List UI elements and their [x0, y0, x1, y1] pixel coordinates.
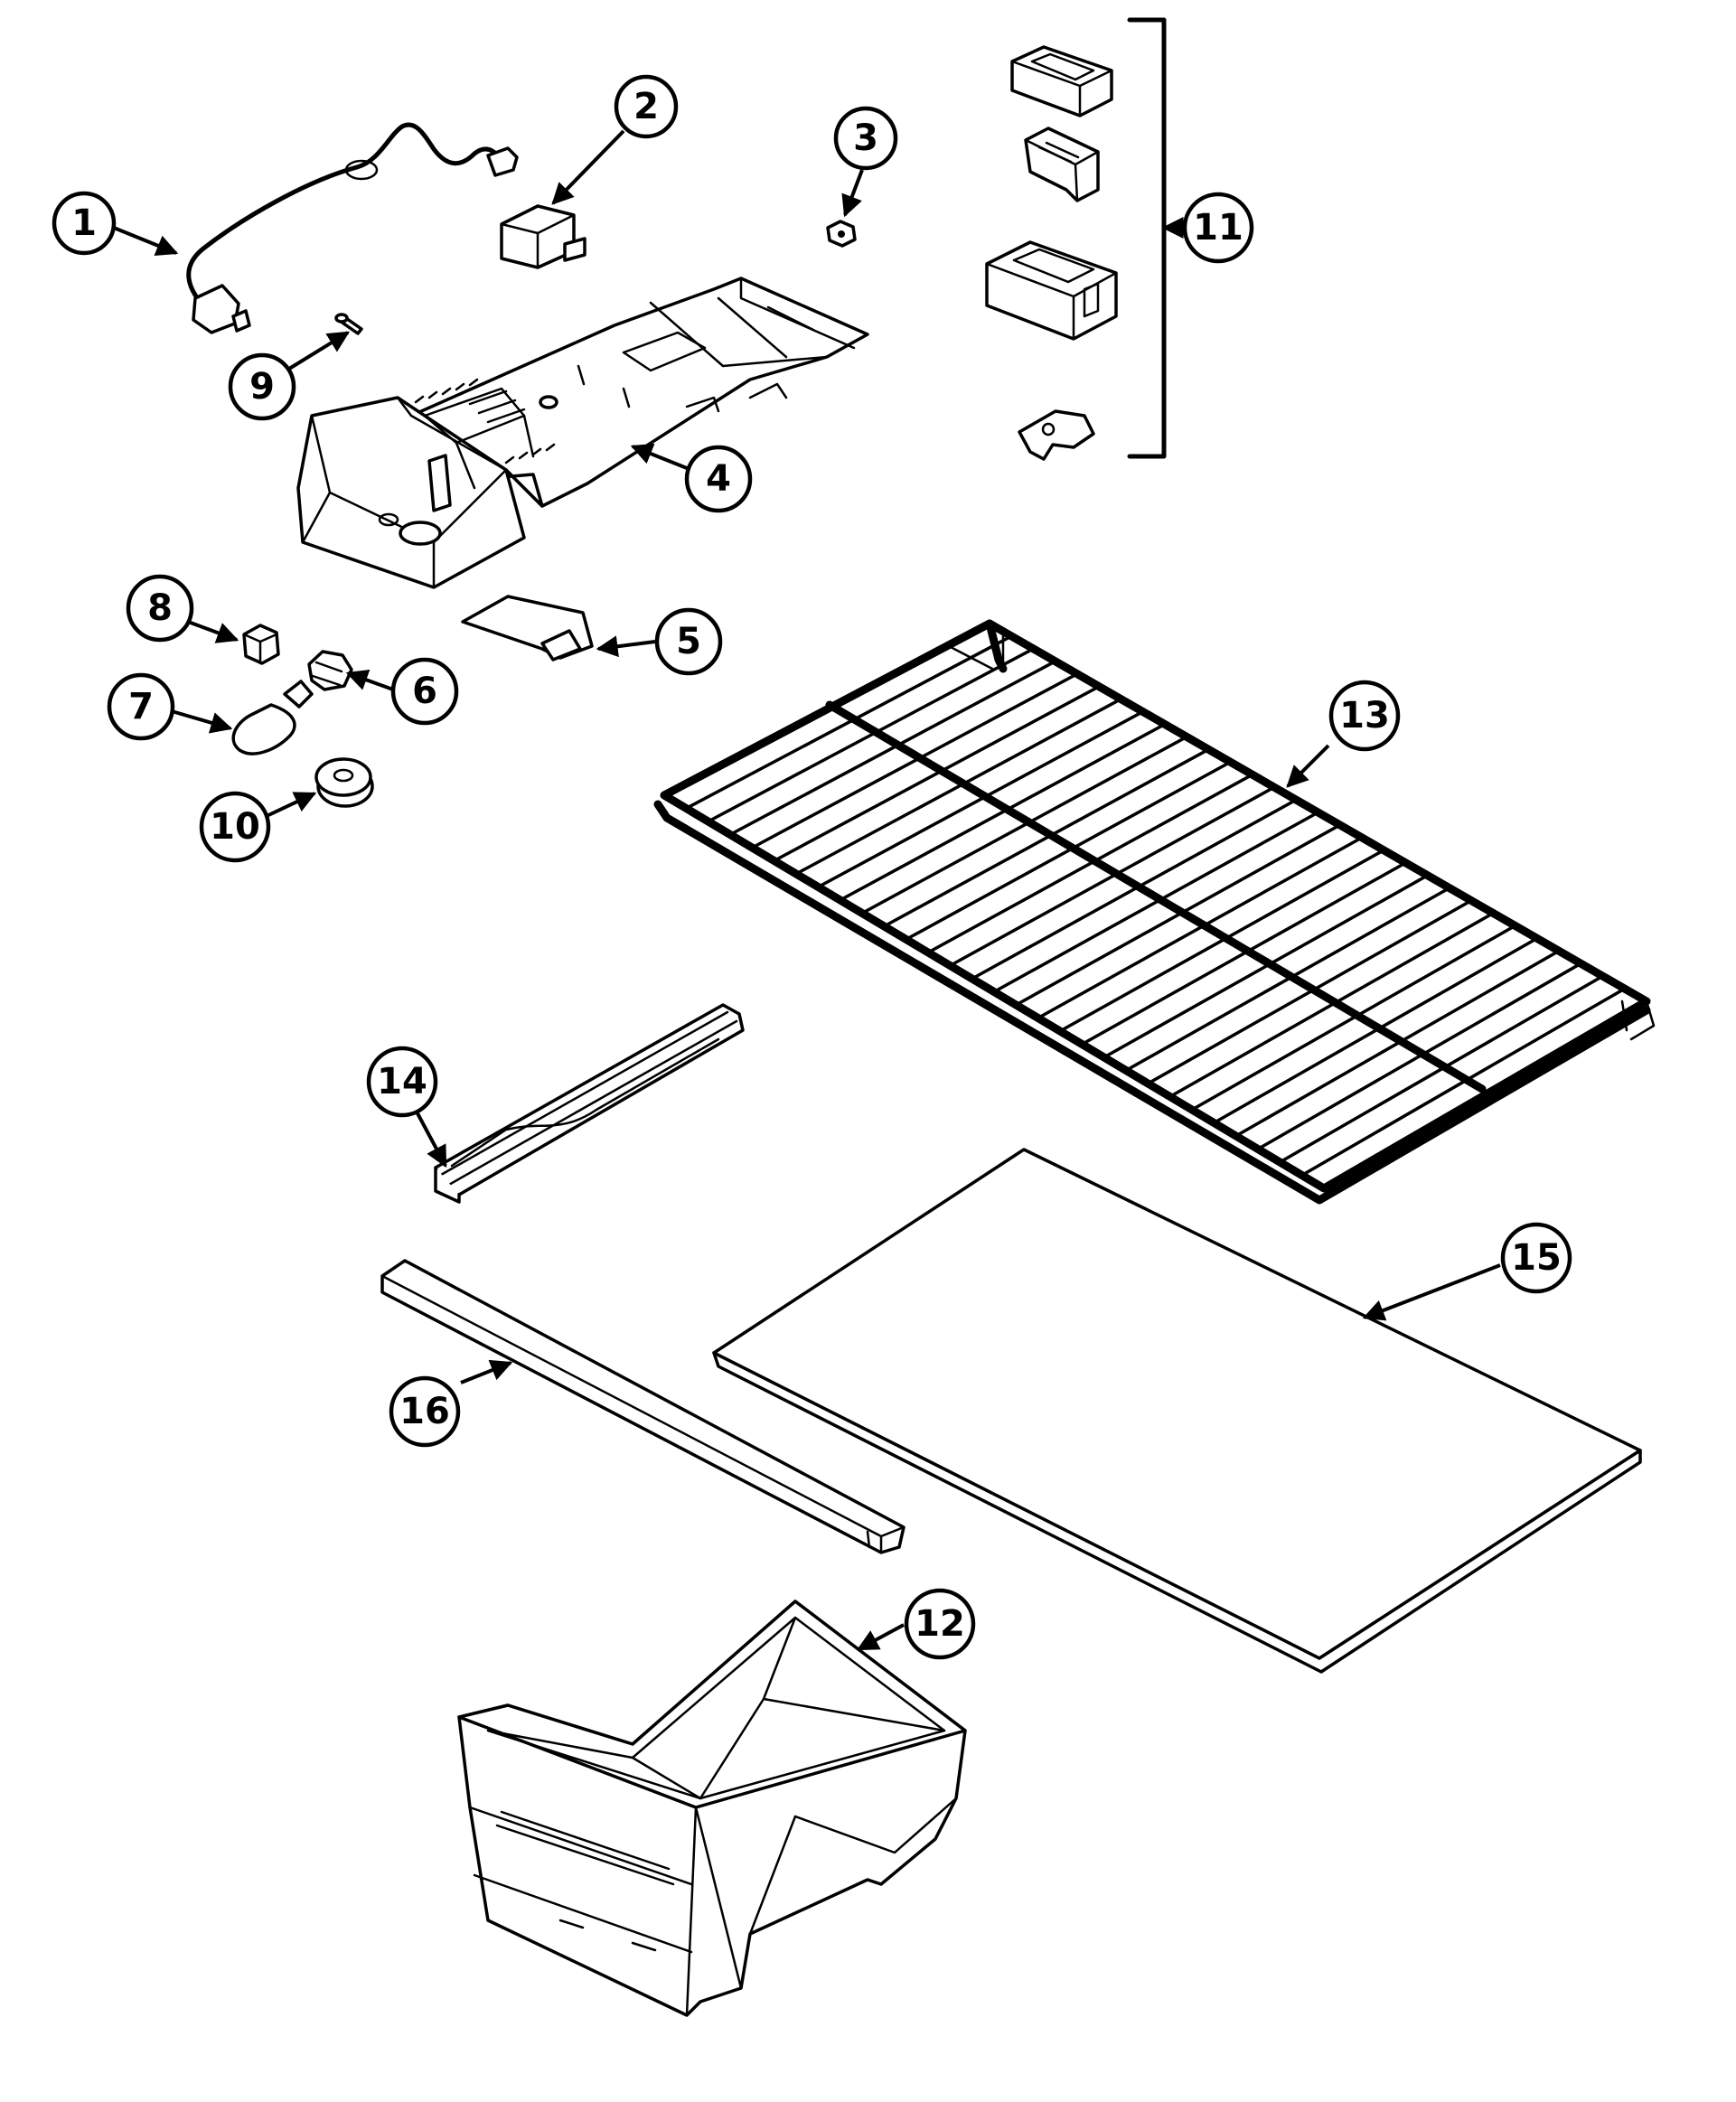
shelf-rod	[772, 684, 1101, 863]
shelf-rod	[1124, 886, 1451, 1073]
leader-13	[1286, 744, 1330, 788]
callout-6-number: 6	[412, 671, 437, 712]
part-1-wire-harness	[186, 122, 519, 334]
shelf-rod	[816, 709, 1145, 889]
callout-7-number: 7	[128, 686, 154, 727]
callout-12-number: 12	[915, 1603, 965, 1645]
shelf-rod	[1058, 849, 1385, 1033]
shelf-rod	[1300, 987, 1627, 1178]
leader-16	[460, 1359, 513, 1384]
shelf-rod	[1234, 949, 1561, 1138]
callout-2-number: 2	[633, 86, 659, 127]
leader-2	[551, 129, 625, 205]
part-14-trim-strip	[434, 1003, 745, 1204]
part-5-label	[461, 595, 594, 662]
leader-6	[345, 670, 394, 691]
part-10-knob	[314, 757, 374, 808]
callout-15: 15	[1500, 1222, 1572, 1294]
leader-12	[856, 1623, 905, 1651]
callout-5: 5	[654, 607, 723, 676]
leader-10	[266, 792, 317, 818]
shelf-rod	[728, 660, 1057, 837]
shelf-rod	[860, 735, 1188, 915]
shelf-rod	[1036, 836, 1364, 1020]
callout-15-number: 15	[1511, 1237, 1562, 1279]
callout-16: 16	[389, 1375, 461, 1448]
shelf-rod	[1278, 974, 1605, 1164]
part-6-lamp-socket	[307, 650, 353, 691]
callout-4: 4	[684, 445, 753, 513]
callout-14: 14	[366, 1046, 438, 1118]
callout-8: 8	[126, 574, 194, 643]
shelf-rods	[684, 634, 1627, 1178]
leader-5	[596, 635, 656, 658]
part-7-light-bulb	[231, 680, 314, 755]
shelf-rod	[838, 722, 1167, 902]
leader-7	[171, 709, 233, 734]
callout-8-number: 8	[147, 587, 173, 629]
shelf-rod	[948, 785, 1276, 968]
part-3-nut	[826, 220, 857, 248]
shelf-rod	[970, 798, 1299, 981]
callout-13: 13	[1328, 680, 1401, 752]
shelf-rod	[794, 697, 1123, 876]
shelf-rod	[1256, 962, 1583, 1151]
leader-1	[113, 226, 179, 256]
shelf-rod	[1190, 924, 1517, 1112]
shelf-rod	[1146, 898, 1473, 1085]
callout-16-number: 16	[399, 1391, 450, 1432]
leader-3	[841, 169, 864, 218]
callout-1: 1	[52, 191, 117, 256]
callout-13-number: 13	[1339, 695, 1390, 737]
callout-3-number: 3	[853, 117, 878, 159]
shelf-rod	[1080, 860, 1408, 1046]
shelf-rod	[1014, 823, 1342, 1007]
shelf-rod	[684, 634, 1013, 811]
shelf-rod	[904, 760, 1233, 942]
shelf-rod	[706, 647, 1036, 823]
callout-9-number: 9	[249, 366, 275, 408]
part-11-bracket-set	[985, 17, 1167, 461]
callout-6: 6	[390, 657, 459, 726]
part-16-channel	[380, 1259, 906, 1554]
part-12-crisper-drawer	[457, 1600, 967, 2017]
part-13-wire-shelf	[653, 619, 1656, 1205]
leader-15	[1362, 1263, 1501, 1321]
shelf-rod	[992, 811, 1320, 994]
part-2-relay	[500, 204, 586, 269]
callout-5-number: 5	[676, 621, 701, 662]
shelf-rod	[750, 671, 1079, 849]
leader-14	[416, 1112, 447, 1168]
shelf-rod	[1168, 911, 1496, 1099]
callout-1-number: 1	[71, 202, 97, 244]
callout-11-number: 11	[1193, 207, 1243, 249]
callout-10-number: 10	[210, 806, 260, 848]
part-8-switch	[242, 624, 280, 665]
leader-9	[287, 331, 351, 371]
callout-11: 11	[1182, 192, 1254, 264]
part-4-control-housing	[296, 277, 869, 589]
callout-7: 7	[107, 672, 175, 741]
shelf-rod	[926, 773, 1254, 954]
shelf-rod	[882, 747, 1211, 928]
callout-12: 12	[904, 1588, 976, 1660]
leader-4	[630, 443, 688, 470]
shelf-rod	[1102, 873, 1430, 1059]
callout-14-number: 14	[377, 1061, 427, 1103]
callout-10: 10	[199, 791, 271, 863]
callout-9: 9	[228, 352, 296, 421]
part-15-glass-panel	[712, 1148, 1642, 1674]
part-9-screw	[334, 313, 363, 335]
callout-3: 3	[833, 106, 898, 171]
callout-4-number: 4	[706, 458, 731, 500]
shelf-rod	[1212, 936, 1539, 1125]
callout-2: 2	[614, 74, 679, 139]
